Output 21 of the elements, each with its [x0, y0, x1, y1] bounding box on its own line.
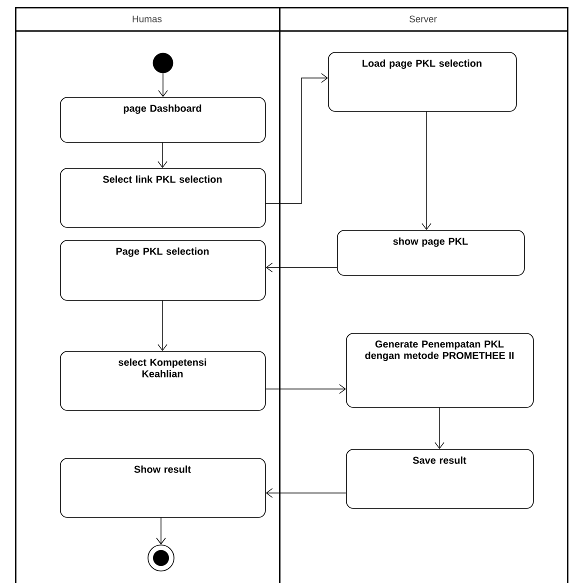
arrow: [266, 488, 346, 498]
arrow: [158, 300, 168, 351]
arrow: [158, 142, 168, 168]
action-box: Page PKL selection: [60, 240, 266, 301]
end-dot: [148, 544, 174, 572]
action-box: show page PKL: [337, 230, 525, 276]
action-box: Generate Penempatan PKL dengan metode PROMETHEE II: [346, 333, 534, 408]
action-box: Show result: [60, 458, 266, 518]
action-box: Save result: [346, 449, 534, 509]
arrow: [266, 262, 338, 272]
arrow: [158, 72, 168, 97]
action-box: select Kompetensi Keahlian: [60, 351, 266, 411]
arrow: [434, 407, 444, 449]
arrow: [156, 517, 166, 545]
arrow: [422, 111, 432, 230]
action-box: Load page PKL selection: [328, 52, 517, 112]
action-box: Select link PKL selection: [60, 168, 266, 228]
action-box: page Dashboard: [60, 97, 266, 143]
arrow: [265, 73, 328, 204]
start-dot: [152, 52, 174, 74]
arrow: [265, 384, 346, 394]
